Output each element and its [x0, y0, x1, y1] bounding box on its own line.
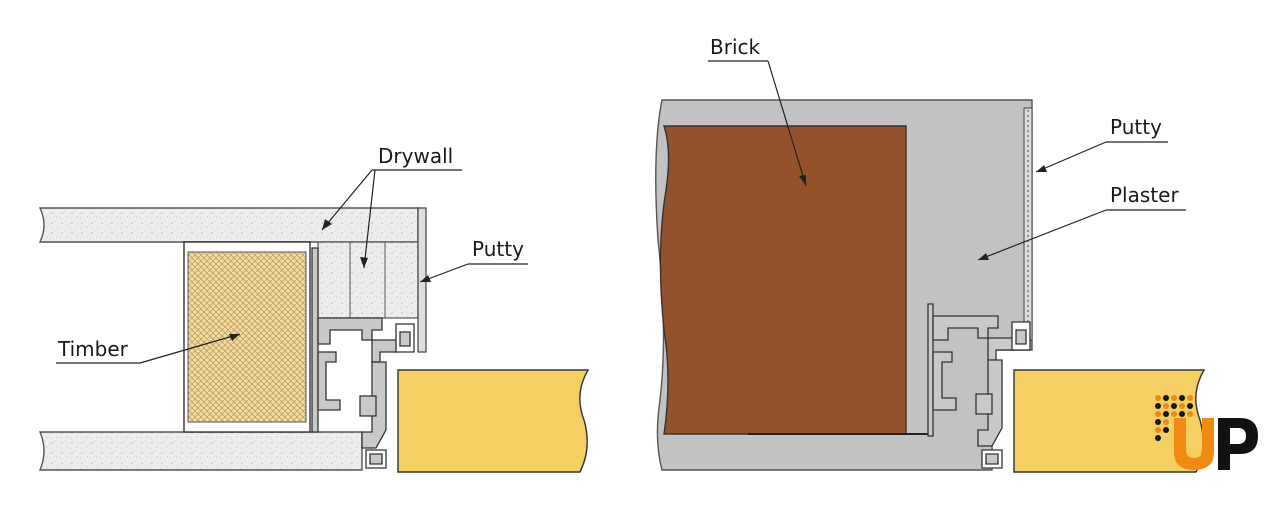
left-detail: Drywall Putty Timber [38, 144, 590, 473]
logo-dot-grid [1155, 395, 1193, 441]
label-putty-right: Putty [1110, 115, 1162, 139]
metal-frame-profile-right [927, 303, 1031, 469]
door-leaf-left [397, 369, 590, 473]
label-timber: Timber [57, 337, 129, 361]
label-drywall: Drywall [378, 144, 453, 168]
logo-letter-u [1174, 418, 1214, 470]
drywall-lower-board [38, 431, 363, 471]
brick-wall [659, 125, 907, 435]
label-brick: Brick [710, 35, 760, 59]
metal-frame-profile-left [311, 247, 415, 469]
putty-layer-right [1023, 107, 1033, 341]
drywall-return [317, 241, 419, 319]
label-putty-left: Putty [472, 237, 524, 261]
logo-letter-p [1218, 418, 1258, 470]
drywall-upper-board [38, 207, 419, 243]
label-plaster: Plaster [1110, 183, 1179, 207]
right-detail: Brick Putty Plaster [655, 35, 1206, 473]
up-logo [1155, 395, 1258, 470]
putty-layer-left [417, 207, 427, 353]
